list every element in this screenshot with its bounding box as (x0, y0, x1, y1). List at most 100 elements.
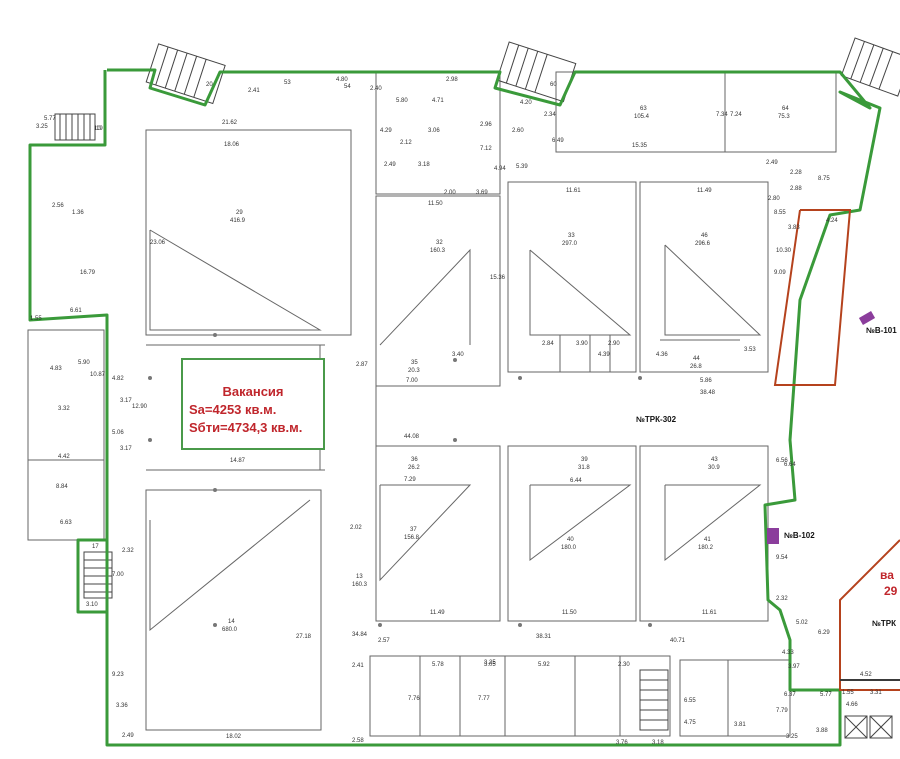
room-29-area: 416.9 (230, 218, 246, 224)
dimension-label: 3.76 (616, 740, 628, 746)
wall-left-wing-rooms (27, 329, 105, 541)
dimension-label: 4.80 (336, 77, 348, 83)
vacancy-area-sbti: Sбти=4734,3 кв.м. (189, 420, 303, 435)
wall-room-33 (507, 181, 637, 373)
room-13-area: 160.3 (352, 582, 368, 588)
dimension-label: 2.84 (542, 341, 554, 347)
dimension-label: 3.31 (870, 690, 882, 696)
dimension-label: 3.81 (734, 722, 746, 728)
dimension-label: 16.79 (80, 270, 96, 276)
dimension-label: 8.84 (56, 484, 68, 490)
dimension-label: 2.56 (52, 203, 64, 209)
dimension-label: 9.54 (776, 555, 788, 561)
room-39-area: 31.8 (578, 465, 590, 471)
dimension-label: 6.55 (684, 698, 696, 704)
dimension-label: 4.42 (58, 454, 70, 460)
dimension-label: 3.90 (576, 341, 588, 347)
dimension-label: 2.96 (480, 122, 492, 128)
dimension-label: 15.35 (632, 143, 648, 149)
wall-room-46 (639, 181, 769, 373)
dimension-label: 5.80 (396, 98, 408, 104)
dimension-label: 38.31 (536, 634, 552, 640)
dimension-label: 18.06 (224, 142, 240, 148)
dimension-label: 2.30 (618, 662, 630, 668)
dimension-label: 2.80 (768, 196, 780, 202)
dimension-label: 3.18 (418, 162, 430, 168)
dimension-label: 6.37 (784, 692, 796, 698)
dimension-label: 5.78 (432, 662, 444, 668)
room-33-area: 297.0 (562, 241, 578, 247)
dimension-label: 44.08 (404, 434, 420, 440)
dimension-label: 3.69 (476, 190, 488, 196)
dimension-label: 34.84 (352, 632, 368, 638)
rented-outline (28, 68, 882, 747)
dimension-label: 4.33 (782, 650, 794, 656)
dimension-label: 3.18 (652, 740, 664, 746)
room-46-id: 46 (701, 233, 708, 239)
dimension-label: 4.71 (432, 98, 444, 104)
dimension-label: 4.39 (598, 352, 610, 358)
room-64-area: 75.3 (778, 114, 790, 120)
dimension-label: 8.55 (774, 210, 786, 216)
room-44-id: 44 (693, 356, 700, 362)
dimension-label: 3.17 (120, 398, 132, 404)
wall-room-37 (375, 445, 501, 622)
dimension-label: 9.23 (112, 672, 124, 678)
wall-room-29 (145, 129, 352, 336)
wall-room-40 (507, 445, 637, 622)
dimension-label: 40.71 (670, 638, 686, 644)
right-vacancy-number-partial: 29 (884, 584, 898, 598)
room-35-id: 35 (411, 360, 418, 366)
dimension-label: 6.64 (784, 462, 796, 468)
dimension-label: 5.02 (796, 620, 808, 626)
dimension-label: 20 (206, 82, 213, 88)
interior-walls (27, 71, 837, 737)
dimension-label: 3.40 (452, 352, 464, 358)
dimension-label: 4.83 (50, 366, 62, 372)
room-64-id: 64 (782, 106, 789, 112)
dimension-label: 2.57 (378, 638, 390, 644)
void-diagonals (149, 229, 762, 632)
dimension-label: 3.06 (428, 128, 440, 134)
dimension-label: 19 (96, 126, 103, 132)
vacancy-title: Вакансия (222, 384, 284, 399)
dimension-label: 2.98 (446, 77, 458, 83)
dimension-label: 5.39 (516, 164, 528, 170)
wall-rooms-63-64 (555, 71, 837, 153)
dimension-label: 2.12 (400, 140, 412, 146)
dimension-label: 4.24 (826, 218, 838, 224)
dimension-label: 5.06 (112, 430, 124, 436)
dimension-label: 2.49 (384, 162, 396, 168)
dimension-label: 5.86 (700, 378, 712, 384)
room-41-id: 41 (704, 537, 711, 543)
room-44-area: 26.8 (690, 364, 702, 370)
dimension-label: 3.97 (788, 664, 800, 670)
tenant-outline-b101 (773, 209, 852, 386)
dimension-label: 6.29 (818, 630, 830, 636)
room-63-area: 105.4 (634, 114, 650, 120)
dimension-label: 3.05 (484, 662, 496, 668)
dimension-label: 3.25 (786, 734, 798, 740)
dimension-label: 6.56 (776, 458, 788, 464)
dimension-label: 5.77 (820, 692, 832, 698)
dimension-label: 2.49 (766, 160, 778, 166)
dimension-label: 60 (550, 82, 557, 88)
tag-trk-302: №ТРК-302 (636, 415, 677, 424)
dimension-label: 11.49 (697, 188, 712, 194)
dimension-label: 3.88 (816, 728, 828, 734)
dimension-label: 2.40 (370, 86, 382, 92)
wall-room-14 (145, 489, 322, 731)
dimension-label: 5.90 (78, 360, 90, 366)
dimension-label: 2.87 (356, 362, 368, 368)
dimension-label: 1.55 (842, 690, 854, 696)
room-40-area: 180.0 (561, 545, 577, 551)
dimension-label: 2.88 (790, 186, 802, 192)
room-36-area: 26.2 (408, 465, 420, 471)
dimension-label: 27.18 (296, 634, 312, 640)
dimension-label: 2.90 (608, 341, 620, 347)
dimension-label: 4.66 (846, 702, 858, 708)
dimension-label: 53 (284, 80, 291, 86)
dimension-label: 6.49 (552, 138, 564, 144)
room-46-area: 296.6 (695, 241, 711, 247)
dimension-label: 4.52 (860, 672, 872, 678)
